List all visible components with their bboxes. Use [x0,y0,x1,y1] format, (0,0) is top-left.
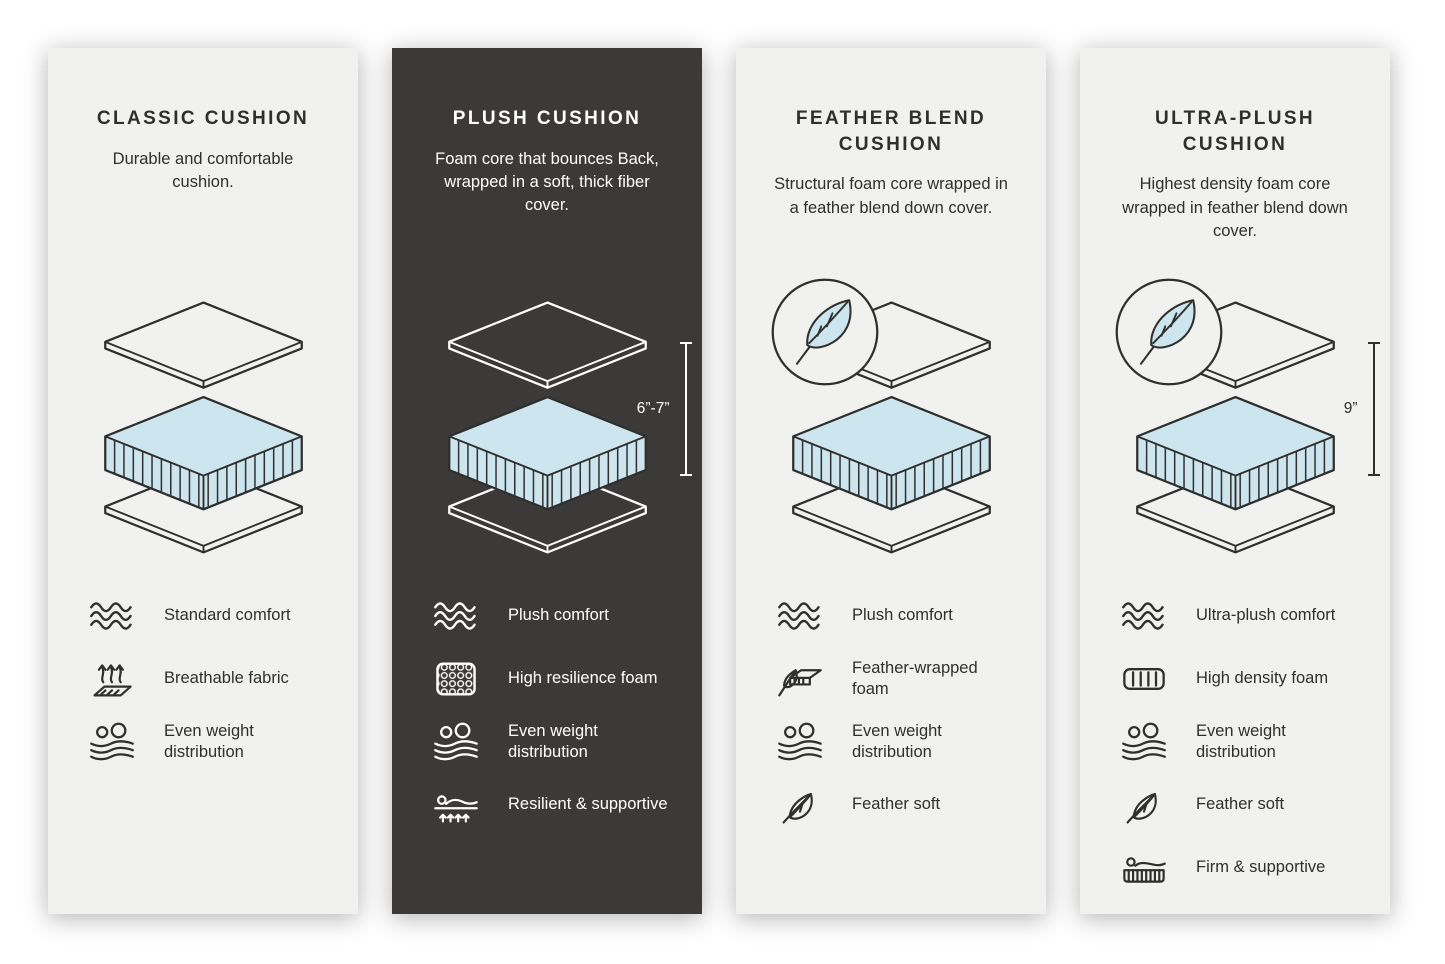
feature-list: Ultra-plush comfort High density foam Ev… [1108,592,1362,892]
measurement-label: 9” [1343,400,1358,417]
feature-label: Feather soft [852,795,941,814]
feature-label: Even weight distribution [852,721,942,761]
honeycomb-foam-icon [432,655,482,703]
feature-row: Ultra-plush comfort [1120,592,1362,640]
resilient-supportive-icon [432,781,482,829]
feature-label: Firm & supportive [1196,858,1326,877]
feather-icon [1120,781,1170,829]
even-weight-icon [88,718,138,766]
card-description: Durable and comfortable cushion. [112,149,294,192]
card-header: FEATHER BLEND CUSHION Structural foam co… [764,106,1018,296]
card-title: FEATHER BLEND CUSHION [795,108,987,155]
feature-row: Plush comfort [432,592,674,640]
feature-list: Standard comfort Breathable fabric Even … [76,592,330,766]
feature-row: Feather soft [776,781,1018,829]
measurement-label: 6”-7” [636,400,670,417]
even-weight-icon [776,718,826,766]
card-feather-blend-cushion: FEATHER BLEND CUSHION Structural foam co… [736,48,1046,914]
feature-label: Breathable fabric [164,669,289,688]
card-description: Highest density foam core wrapped in fea… [1122,175,1348,241]
feature-label: High resilience foam [508,669,658,688]
feature-label: Even weight distribution [1196,721,1286,761]
wave-icon [432,592,482,640]
feature-row: Even weight distribution [1120,718,1362,766]
feature-row: Standard comfort [88,592,330,640]
high-density-foam-icon [1120,655,1170,703]
height-measurement: 6”-7” [637,340,694,478]
cushion-layers-diagram [91,296,316,568]
cushion-comparison-page: CLASSIC CUSHION Durable and comfortable … [48,48,1390,914]
cushion-layers-diagram: 9” [1123,296,1380,568]
firm-supportive-icon [1120,844,1170,892]
cushion-layers-diagram [779,296,1004,568]
feature-label: Plush comfort [508,606,609,625]
even-weight-icon [432,718,482,766]
feature-row: High resilience foam [432,655,674,703]
feature-row: Even weight distribution [776,718,1018,766]
wave-icon [88,592,138,640]
measurement-line-icon [1367,342,1380,476]
card-classic-cushion: CLASSIC CUSHION Durable and comfortable … [48,48,358,914]
feature-label: Resilient & supportive [508,795,668,814]
feature-label: Feather soft [1196,795,1285,814]
card-description: Foam core that bounces Back, wrapped in … [435,149,659,215]
cushion-layers-diagram: 6”-7” [435,296,692,568]
feather-badge-icon [1113,276,1225,388]
feature-label: Ultra-plush comfort [1196,606,1336,625]
feature-list: Plush comfort Feather-wrapped foam Even … [764,592,1018,829]
feather-badge-icon [769,276,881,388]
card-description: Structural foam core wrapped in a feathe… [774,175,1008,217]
feature-label: Feather-wrapped foam [852,658,978,698]
feature-row: Even weight distribution [432,718,674,766]
even-weight-icon [1120,718,1170,766]
card-ultra-plush-cushion: ULTRA-PLUSH CUSHION Highest density foam… [1080,48,1390,914]
cushion-stack-icon [435,296,660,558]
card-header: CLASSIC CUSHION Durable and comfortable … [76,106,330,296]
breathable-fabric-icon [88,655,138,703]
measurement-line-icon [679,342,692,476]
feature-label: Standard comfort [164,606,291,625]
card-header: PLUSH CUSHION Foam core that bounces Bac… [420,106,674,296]
feather-icon [776,781,826,829]
wave-icon [1120,592,1170,640]
feature-row: Even weight distribution [88,718,330,766]
feature-row: Plush comfort [776,592,1018,640]
feature-list: Plush comfort High resilience foam Even … [420,592,674,829]
feature-row: Resilient & supportive [432,781,674,829]
feature-row: Feather soft [1120,781,1362,829]
feature-label: Plush comfort [852,606,953,625]
feature-label: Even weight distribution [508,721,598,761]
cushion-stack-icon [91,296,316,558]
card-title: CLASSIC CUSHION [96,108,310,129]
feature-row: Breathable fabric [88,655,330,703]
feature-row: High density foam [1120,655,1362,703]
card-plush-cushion: PLUSH CUSHION Foam core that bounces Bac… [392,48,702,914]
feather-wrapped-foam-icon [776,655,826,703]
feature-row: Firm & supportive [1120,844,1362,892]
feature-row: Feather-wrapped foam [776,655,1018,703]
feature-label: High density foam [1196,669,1329,688]
wave-icon [776,592,826,640]
card-header: ULTRA-PLUSH CUSHION Highest density foam… [1108,106,1362,296]
feature-label: Even weight distribution [164,721,254,761]
card-title: ULTRA-PLUSH CUSHION [1154,108,1316,155]
card-title: PLUSH CUSHION [452,108,642,129]
height-measurement: 9” [1344,340,1382,478]
